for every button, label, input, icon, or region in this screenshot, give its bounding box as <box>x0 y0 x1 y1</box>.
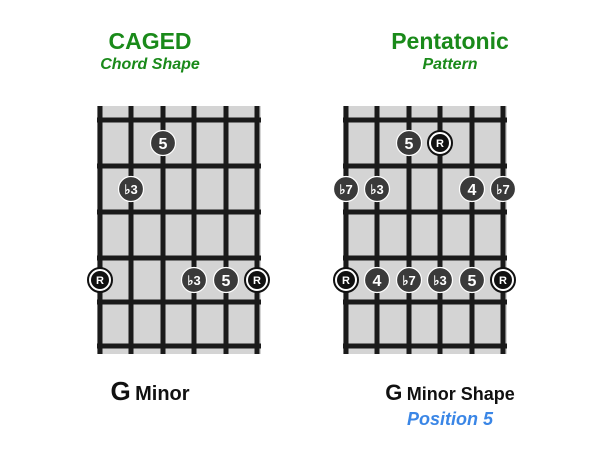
position-label: Position 5 <box>406 409 493 429</box>
pentatonic-string-line-1 <box>343 106 349 354</box>
pentatonic-string-line-3 <box>406 106 412 354</box>
chord-note-dot: ♭3 <box>117 175 145 203</box>
note-dot-label: ♭3 <box>370 182 383 197</box>
note-dot-label: 5 <box>405 136 414 153</box>
note-dot-label: R <box>96 275 104 287</box>
pentatonic-string-line-6 <box>500 106 506 354</box>
note-dot-label: R <box>499 275 507 287</box>
chord-note-dot: R <box>244 267 270 293</box>
pentatonic-note-dot: ♭7 <box>489 175 517 203</box>
chord-fretboard-background <box>97 106 261 354</box>
root-dot-core <box>431 134 449 152</box>
chord-fret-line-4 <box>97 255 261 261</box>
note-dot-label: ♭7 <box>496 182 509 197</box>
caged-title: CAGED <box>108 28 192 54</box>
note-dot-label: R <box>253 275 261 287</box>
note-dot-label: 5 <box>468 273 477 290</box>
note-dot-label: ♭3 <box>124 182 137 197</box>
pentatonic-fret-line-6 <box>343 343 507 349</box>
note-dot-circle <box>180 266 208 294</box>
pentatonic-note-dot: R <box>427 130 453 156</box>
pentatonic-string-line-5 <box>469 106 475 354</box>
root-dot-core <box>337 271 355 289</box>
note-dot-label: R <box>342 275 350 287</box>
shape-quality: Minor Shape <box>406 384 515 404</box>
chord-string-line-3 <box>160 106 166 354</box>
pentatonic-note-dot: 4 <box>458 175 486 203</box>
root-dot-core <box>91 271 109 289</box>
chord-root: G <box>110 376 131 406</box>
pentatonic-fret-line-4 <box>343 255 507 261</box>
note-dot-circle <box>395 129 423 157</box>
note-dot-label: ♭7 <box>339 182 352 197</box>
pentatonic-note-dot: R <box>333 267 359 293</box>
note-dot-label: 5 <box>159 136 168 153</box>
chord-string-line-2 <box>128 106 134 354</box>
chord-string-line-6 <box>254 106 260 354</box>
pentatonic-note-dot: 4 <box>363 266 391 294</box>
note-dot-circle <box>489 175 517 203</box>
note-dot-label: ♭3 <box>187 273 200 288</box>
note-dot-circle <box>363 175 391 203</box>
note-dot-circle <box>426 266 454 294</box>
pentatonic-note-dot: 5 <box>395 129 423 157</box>
note-dot-circle <box>149 129 177 157</box>
chord-string-line-1 <box>97 106 103 354</box>
pentatonic-fret-line-5 <box>343 299 507 305</box>
pentatonic-fret-line-1 <box>343 117 507 123</box>
pentatonic-string-line-4 <box>437 106 443 354</box>
note-dot-circle <box>458 266 486 294</box>
chord-quality: Minor <box>135 383 190 405</box>
chord-fret-line-2 <box>97 163 261 169</box>
pentatonic-note-dot: R <box>490 267 516 293</box>
pentatonic-note-dot: ♭3 <box>426 266 454 294</box>
note-dot-label: 4 <box>468 182 477 199</box>
pentatonic-string-line-2 <box>374 106 380 354</box>
note-dot-circle <box>117 175 145 203</box>
note-dot-circle <box>363 266 391 294</box>
note-dot-circle <box>212 266 240 294</box>
chord-fret-line-1 <box>97 117 261 123</box>
caged-subtitle: Chord Shape <box>100 56 200 73</box>
chord-fret-line-6 <box>97 343 261 349</box>
note-dot-label: ♭7 <box>402 273 415 288</box>
note-dot-circle <box>395 266 423 294</box>
chord-note-dot: 5 <box>212 266 240 294</box>
chord-note-dot: R <box>87 267 113 293</box>
note-dot-label: 5 <box>222 273 231 290</box>
chord-string-line-5 <box>223 106 229 354</box>
chord-fret-line-5 <box>97 299 261 305</box>
pentatonic-note-dot: ♭7 <box>332 175 360 203</box>
chord-note-dot: ♭3 <box>180 266 208 294</box>
pentatonic-fret-line-3 <box>343 209 507 215</box>
pentatonic-subtitle: Pattern <box>422 56 478 73</box>
note-dot-label: R <box>436 138 444 150</box>
chord-note-dot: 5 <box>149 129 177 157</box>
shape-name: G Minor Shape <box>300 380 600 406</box>
chord-name: G Minor <box>0 376 300 407</box>
pentatonic-fretboard-background <box>343 106 507 354</box>
shape-root: G <box>385 380 403 405</box>
root-dot-core <box>248 271 266 289</box>
note-dot-circle <box>458 175 486 203</box>
note-dot-circle <box>332 175 360 203</box>
pentatonic-note-dot: ♭3 <box>363 175 391 203</box>
note-dot-label: 4 <box>373 273 382 290</box>
pentatonic-fret-line-2 <box>343 163 507 169</box>
chord-fret-line-3 <box>97 209 261 215</box>
pentatonic-note-dot: 5 <box>458 266 486 294</box>
pentatonic-note-dot: ♭7 <box>395 266 423 294</box>
chord-string-line-4 <box>191 106 197 354</box>
pentatonic-title: Pentatonic <box>391 28 509 54</box>
note-dot-label: ♭3 <box>433 273 446 288</box>
root-dot-core <box>494 271 512 289</box>
